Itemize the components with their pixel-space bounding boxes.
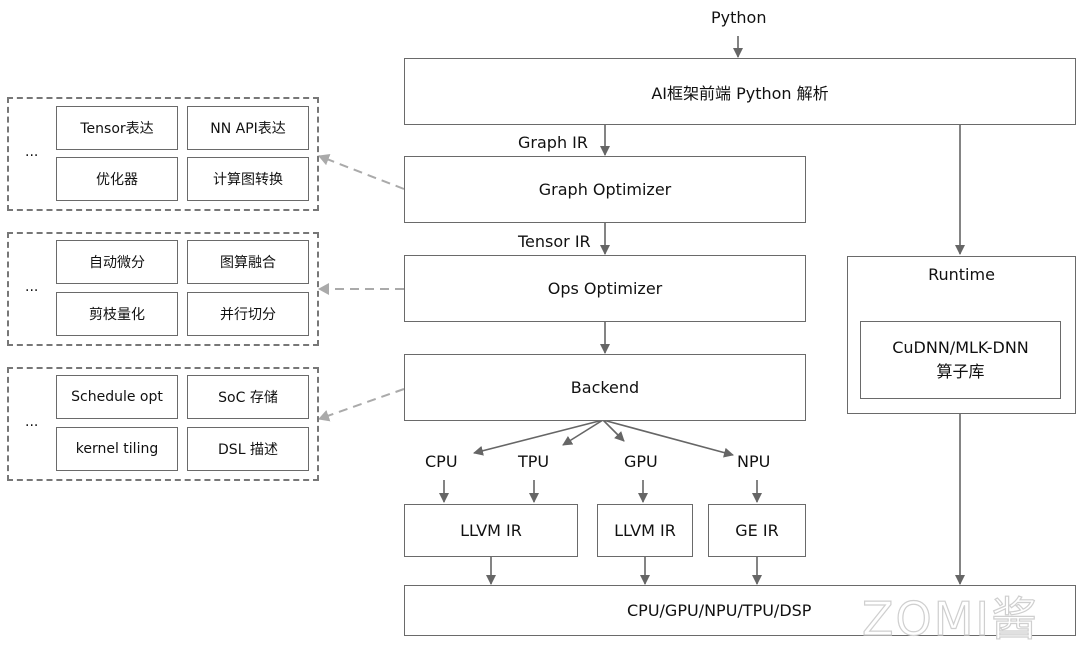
ops-optimizer-label: Ops Optimizer xyxy=(547,279,663,298)
hardware-box: CPU/GPU/NPU/TPU/DSP xyxy=(404,585,1076,636)
watermark: ZOMI酱 xyxy=(861,591,1039,646)
backend-group-item-1: Schedule opt xyxy=(56,375,178,419)
graph-group-item-3: 优化器 xyxy=(56,157,178,201)
target-tpu-label: TPU xyxy=(518,452,550,471)
python-input-label: Python xyxy=(711,8,767,27)
ops-optimizer-group xyxy=(7,232,319,346)
target-npu-label: NPU xyxy=(737,452,771,471)
runtime-title: Runtime xyxy=(928,265,995,284)
arrow-backend-tpu xyxy=(562,419,604,446)
graph-group-item-1: Tensor表达 xyxy=(56,106,178,150)
tensor-ir-label: Tensor IR xyxy=(518,232,591,251)
llvm-ir-gpu-box: LLVM IR xyxy=(597,504,693,557)
graph-optimizer-group xyxy=(7,97,319,211)
backend-group-item-3: kernel tiling xyxy=(56,427,178,471)
graph-optimizer-box: Graph Optimizer xyxy=(404,156,806,223)
target-gpu-label: GPU xyxy=(624,452,658,471)
arrow-backend-cpu xyxy=(473,419,604,456)
backend-label: Backend xyxy=(570,378,640,397)
ops-group-item-4: 并行切分 xyxy=(187,292,309,336)
operator-library-line2: 算子库 xyxy=(936,362,985,381)
backend-box: Backend xyxy=(404,354,806,421)
hardware-label: CPU/GPU/NPU/TPU/DSP xyxy=(627,601,812,620)
graph-group-item-4: 计算图转换 xyxy=(187,157,309,201)
operator-library-box: CuDNN/MLK-DNN 算子库 xyxy=(860,321,1061,399)
backend-group-ellipsis: ... xyxy=(25,414,39,430)
arrow-backend-npu xyxy=(602,419,734,458)
frontend-box: AI框架前端 Python 解析 xyxy=(404,58,1076,125)
ops-group-ellipsis: ... xyxy=(25,279,39,295)
operator-library-line1: CuDNN/MLK-DNN xyxy=(892,338,1029,357)
backend-group-item-2: SoC 存储 xyxy=(187,375,309,419)
dashed-arrow-backend-group xyxy=(318,388,405,422)
ops-optimizer-box: Ops Optimizer xyxy=(404,255,806,322)
ge-ir-label: GE IR xyxy=(735,521,779,540)
arrow-backend-gpu xyxy=(602,419,625,442)
frontend-label: AI框架前端 Python 解析 xyxy=(651,83,829,103)
backend-group-item-4: DSL 描述 xyxy=(187,427,309,471)
graph-group-item-2: NN API表达 xyxy=(187,106,309,150)
ops-group-item-3: 剪枝量化 xyxy=(56,292,178,336)
ops-group-item-2: 图算融合 xyxy=(187,240,309,284)
dashed-arrow-graph-group xyxy=(318,154,405,190)
target-cpu-label: CPU xyxy=(425,452,458,471)
runtime-box: Runtime CuDNN/MLK-DNN 算子库 xyxy=(847,256,1076,414)
ops-group-item-1: 自动微分 xyxy=(56,240,178,284)
graph-group-ellipsis: ... xyxy=(25,144,39,160)
llvm-ir-cpu-label: LLVM IR xyxy=(460,521,522,540)
graph-ir-label: Graph IR xyxy=(518,133,588,152)
ge-ir-box: GE IR xyxy=(708,504,806,557)
graph-optimizer-label: Graph Optimizer xyxy=(538,180,672,199)
backend-group xyxy=(7,367,319,481)
llvm-ir-cpu-box: LLVM IR xyxy=(404,504,578,557)
llvm-ir-gpu-label: LLVM IR xyxy=(614,521,676,540)
